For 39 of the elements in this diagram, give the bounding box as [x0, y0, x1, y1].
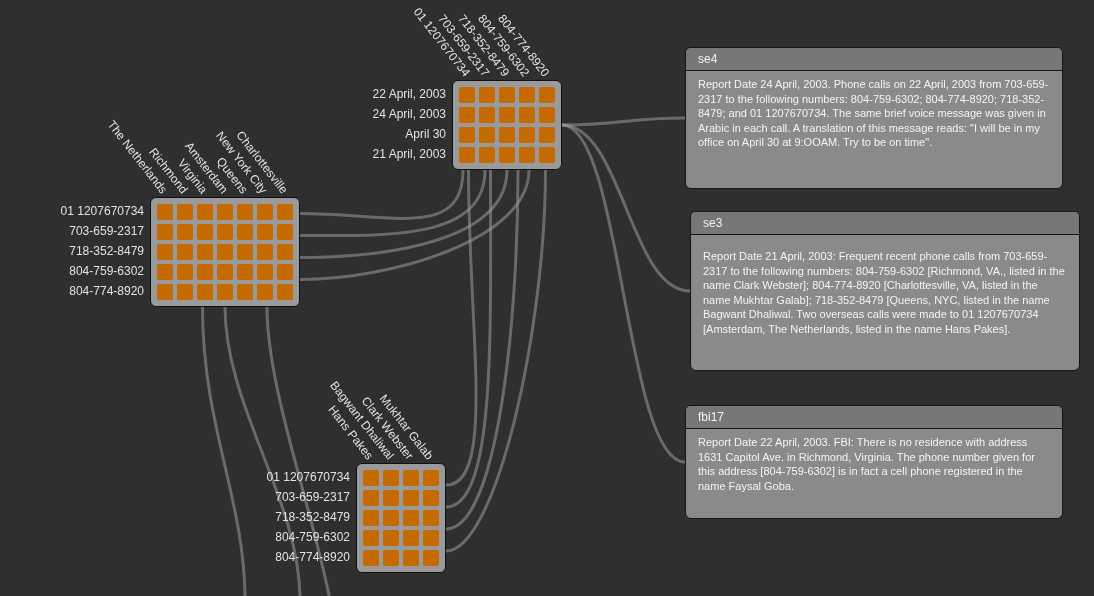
matrix-panel	[452, 80, 562, 170]
row-label: 01 1207670734	[266, 470, 350, 484]
report-card	[685, 47, 1063, 189]
card-text: Report Date 22 April, 2003. FBI: There is no residence with address 1631 Capitol Ave. in Richmond, Virginia. The phone number given for this address [804-759-6302] is in fact a cell phone registered in the name Faysal Goba.	[697, 435, 1036, 494]
matrix-panel	[356, 463, 446, 573]
row-label: 01 1207670734	[60, 204, 144, 218]
connector-line	[445, 169, 547, 553]
card-title: fbi17	[686, 406, 1062, 429]
row-label: 21 April, 2003	[372, 147, 446, 161]
connector-line	[201, 306, 247, 596]
connector-line	[445, 170, 493, 509]
report-card	[685, 405, 1063, 519]
report-card	[690, 211, 1080, 371]
connector-line	[300, 169, 487, 238]
connector-line	[299, 169, 531, 281]
card-text: Report Date 21 April, 2003: Frequent recent phone calls from 703-659-2317 to the following numbers: 804-759-6302 [Richmond, VA., listed in the name Clark Webster]; 804-774-8920 [Charlottesville, VA, listed in the name Mukhtar Galab]; 718-352-8479 [Queens, NYC, listed in the name Bagwant Dhaliwal. Two overseas calls were made to 01 1207670734 [Amsterdam, The Netherlands, listed in the name Hans Pakes].	[702, 249, 1066, 337]
connector-line	[562, 116, 685, 127]
card-title: se4	[686, 48, 1062, 71]
connector-line	[223, 306, 302, 596]
card-text: Report Date 24 April, 2003. Phone calls on 22 April, 2003 from 703-659-2317 to the following numbers: 804-759-6302; 804-774-8920; 718-352-8479; and 01 1207670734. The same brief voice message was given in Arabic in each call. A translation of this message reads: "I will be in my office on April 30 at 9:OOAM. Try to be on time".	[697, 77, 1050, 150]
row-label: 703-659-2317	[275, 490, 350, 504]
connector-line	[299, 169, 509, 259]
row-label: 804-774-8920	[275, 550, 350, 564]
connector-line	[299, 169, 465, 220]
connector-line	[445, 170, 478, 487]
connector-line	[445, 170, 520, 531]
row-label: 718-352-8479	[69, 244, 144, 258]
row-label: April 30	[405, 127, 446, 141]
row-label: 804-774-8920	[69, 284, 144, 298]
row-label: 24 April, 2003	[372, 107, 446, 121]
row-label: 703-659-2317	[69, 224, 144, 238]
row-label: 804-759-6302	[69, 264, 144, 278]
connector-line	[265, 306, 332, 596]
connector-line	[561, 123, 686, 464]
card-title: se3	[691, 212, 1079, 235]
row-label: 804-759-6302	[275, 530, 350, 544]
matrix-panel	[150, 197, 300, 307]
row-label: 718-352-8479	[275, 510, 350, 524]
row-label: 22 April, 2003	[372, 87, 446, 101]
